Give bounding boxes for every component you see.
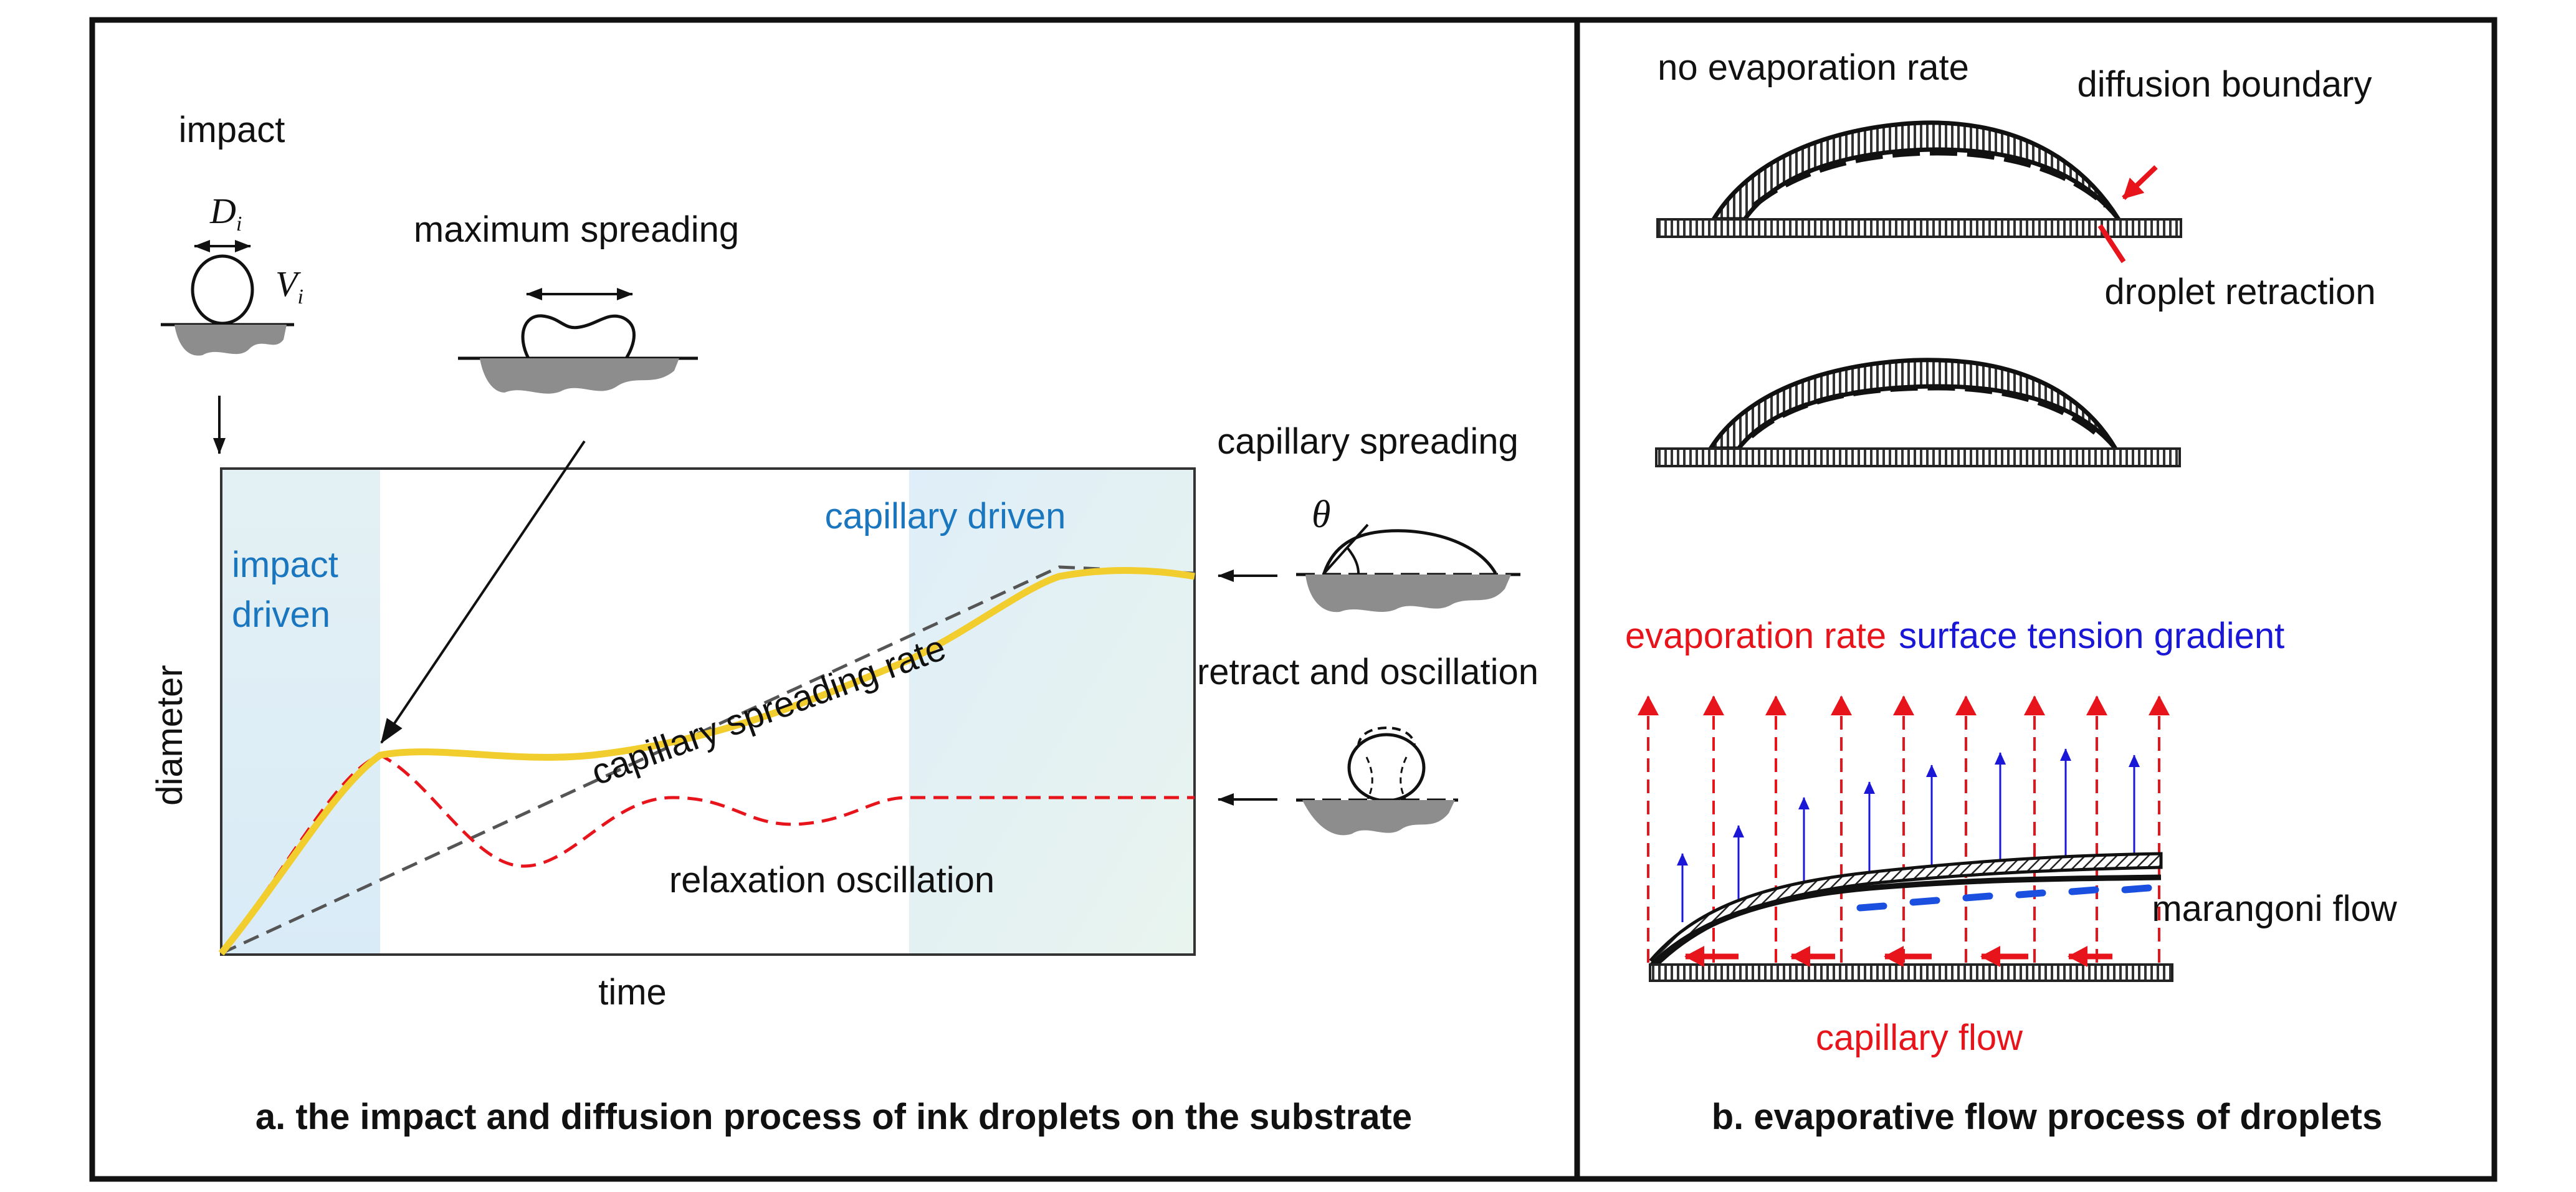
impact-label: impact	[179, 110, 285, 150]
plot-frame	[220, 467, 1196, 956]
max-spreading-pointer-arrow	[380, 440, 586, 744]
capillary-driven-region	[908, 469, 1195, 955]
substrate-bottom	[1649, 963, 2173, 982]
droplet-retraction-pointer	[2097, 224, 2126, 264]
diffusion-layer-middle	[1706, 358, 2118, 451]
marangoni-arrow	[1962, 892, 1993, 902]
relaxation-oscillation-curve	[220, 753, 1195, 955]
droplet-retraction-label: droplet retraction	[2104, 272, 2375, 312]
figure-frame	[89, 17, 2497, 1182]
impact-substrate	[174, 325, 287, 356]
evaporating-droplet-top: no evaporation rate diffusion boundary d…	[1656, 47, 2376, 312]
impact-driven-region	[221, 469, 380, 955]
velocity-symbol: Vi	[275, 264, 303, 308]
diffusion-layer-top	[1709, 120, 2120, 222]
max-spreading-stage: maximum spreading	[380, 209, 739, 744]
marangoni-arrows	[1856, 884, 2152, 912]
max-spreading-substrate	[480, 358, 679, 394]
y-axis-label: diameter	[150, 665, 190, 806]
oscillating-droplet	[1347, 733, 1426, 803]
retract-oscillation-label: retract and oscillation	[1197, 652, 1538, 692]
max-spreading-label: maximum spreading	[414, 209, 739, 250]
panel-a: capillary spreading rate relaxation osci…	[150, 110, 1538, 1137]
surface-tension-arrows	[1677, 748, 2140, 922]
substrate-middle	[1655, 447, 2181, 467]
panel-b: no evaporation rate diffusion boundary d…	[1625, 47, 2398, 1137]
retract-stage: retract and oscillation	[1197, 652, 1538, 836]
capillary-spreading-label: capillary spreading	[1217, 421, 1519, 462]
marangoni-arrow	[2015, 889, 2046, 899]
no-evaporation-label: no evaporation rate	[1658, 47, 1969, 88]
droplet-interface	[1649, 874, 2162, 968]
impact-driven-label-line2: driven	[232, 594, 330, 635]
capillary-driven-label: capillary driven	[825, 496, 1066, 536]
impact-droplet	[191, 254, 254, 325]
max-spreading-droplet	[521, 314, 636, 360]
impact-stage: impact Di Vi	[161, 110, 303, 454]
capillary-flow-label: capillary flow	[1816, 1018, 2023, 1058]
spreading-chart: capillary spreading rate relaxation osci…	[150, 467, 1196, 1013]
relaxation-oscillation-label: relaxation oscillation	[669, 860, 995, 900]
diffusion-boundary-arrow	[2122, 165, 2158, 200]
panel-b-caption: b. evaporative flow process of droplets	[1712, 1097, 2382, 1137]
diffusion-boundary-label: diffusion boundary	[2077, 64, 2372, 105]
marangoni-flow-label: marangoni flow	[2152, 889, 2397, 929]
sessile-droplet	[1322, 529, 1497, 575]
marangoni-arrow	[2121, 884, 2152, 894]
retract-substrate	[1302, 800, 1455, 836]
impact-driven-label-line1: impact	[232, 545, 338, 585]
capillary-substrate	[1305, 575, 1511, 613]
liquid-film	[1649, 852, 2163, 967]
marangoni-arrow	[2068, 886, 2099, 895]
diameter-symbol: Di	[209, 191, 242, 236]
marangoni-arrow	[1856, 902, 1887, 912]
contact-angle-symbol: θ	[1312, 493, 1330, 536]
substrate-top	[1656, 218, 2182, 238]
marangoni-arrow	[1909, 897, 1940, 906]
capillary-spreading-stage: capillary spreading θ	[1217, 421, 1520, 613]
panel-a-caption: a. the impact and diffusion process of i…	[255, 1097, 1412, 1137]
x-axis-label: time	[598, 972, 667, 1013]
evaporating-droplet-middle	[1655, 358, 2181, 467]
capillary-spreading-rate-label: capillary spreading rate	[586, 627, 951, 793]
evaporation-arrows	[1638, 695, 2170, 963]
diameter-curve	[218, 567, 1195, 956]
